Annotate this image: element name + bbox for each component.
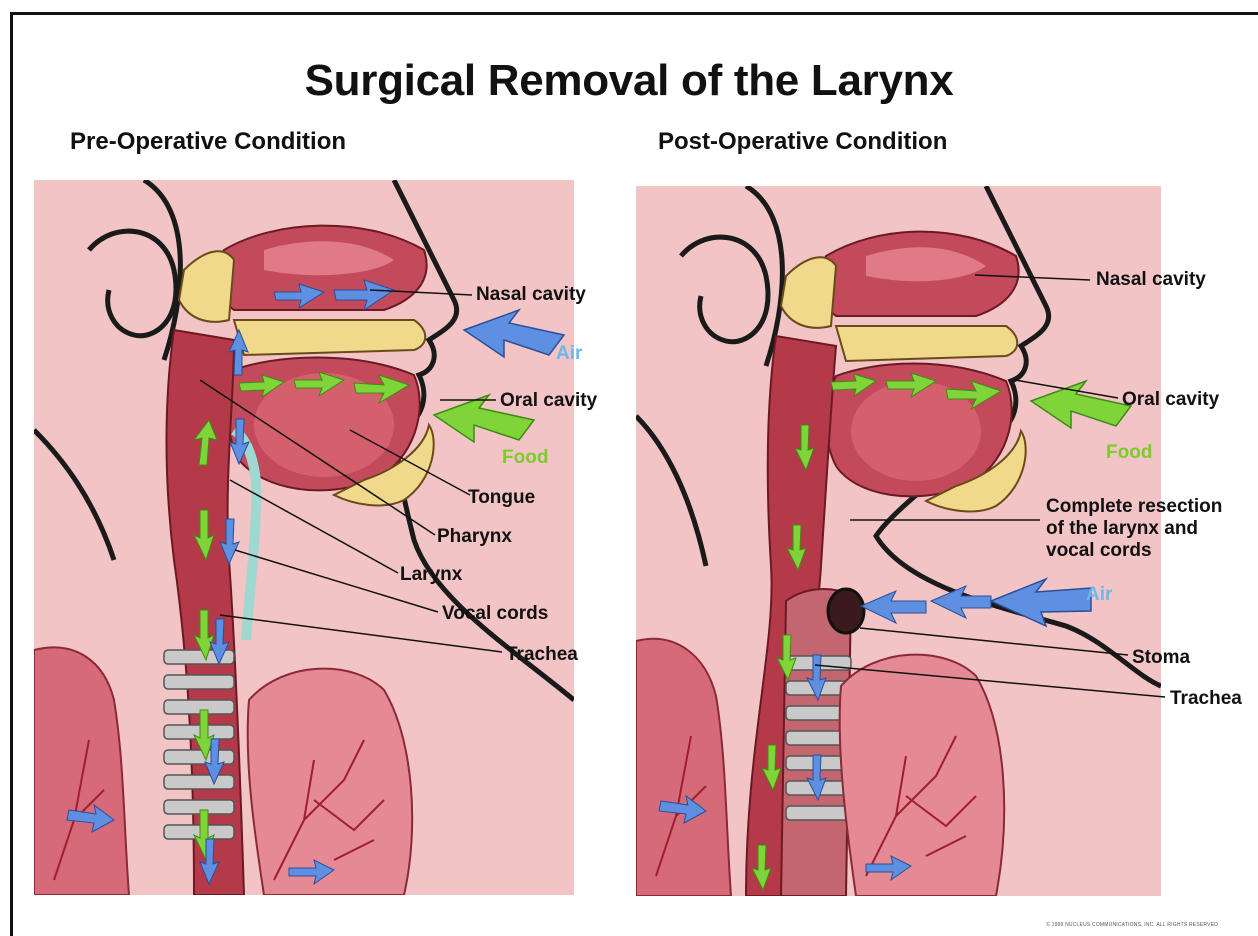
- label-resection-post: Complete resection of the larynx and voc…: [1046, 496, 1222, 562]
- label-tongue-pre: Tongue: [468, 487, 535, 509]
- label-oral-cavity-post: Oral cavity: [1122, 389, 1219, 411]
- label-air-pre: Air: [556, 343, 582, 365]
- label-oral-cavity-pre: Oral cavity: [500, 390, 597, 412]
- label-air-post: Air: [1086, 584, 1112, 606]
- label-trachea-post: Trachea: [1170, 688, 1242, 710]
- label-nasal-cavity-post: Nasal cavity: [1096, 269, 1206, 291]
- label-resection-line-2: of the larynx and: [1046, 518, 1222, 540]
- label-stoma-post: Stoma: [1132, 647, 1190, 669]
- label-trachea-pre: Trachea: [506, 644, 578, 666]
- label-food-pre: Food: [502, 447, 548, 469]
- label-resection-line-3: vocal cords: [1046, 540, 1222, 562]
- copyright-notice: © 1999 NUCLEUS COMMUNICATIONS, INC. ALL …: [1046, 922, 1218, 928]
- label-vocal-cords-pre: Vocal cords: [442, 603, 548, 625]
- label-pharynx-pre: Pharynx: [437, 526, 512, 548]
- label-nasal-cavity-pre: Nasal cavity: [476, 284, 586, 306]
- label-food-post: Food: [1106, 442, 1152, 464]
- label-resection-line-1: Complete resection: [1046, 496, 1222, 518]
- label-larynx-pre: Larynx: [400, 564, 462, 586]
